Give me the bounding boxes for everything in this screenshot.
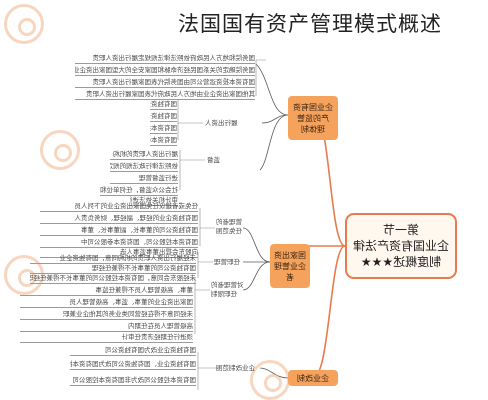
leaf-b1-lower-0: 履行出资人职责的机构 (110, 148, 178, 160)
watermark-logo-4 (250, 360, 290, 400)
branch-node-restructuring[interactable]: 企业改制 (288, 370, 338, 386)
sub-label-oversight: 监督 (207, 156, 220, 164)
root-line-3: 制度概述★★★ (360, 255, 442, 269)
leaf-b2-lower-4: 须进行任期经济责任审计 (20, 331, 193, 343)
page-title: 法国国有资产管理模式概述 (178, 12, 442, 36)
branch-node-managers[interactable]: 国家出资 企业管理 者 (270, 244, 310, 288)
leaf-b3-2: 国有资本控股公司改为非国有资本控股公司 (70, 374, 196, 386)
leaf-b2-top-1: 国有独资企业的经理、副经理、财务负责人 (40, 212, 198, 224)
leaf-b3-1: 国有独资企业、国有独资公司改为国有资本控股公司 (70, 358, 196, 370)
sub-label-restructure-scope: 企业改制范围 (216, 364, 255, 372)
branch-line: 企业管理 (274, 261, 306, 271)
leaf-b3-0: 国有独资企业改为国有独资公司 (70, 344, 196, 356)
leaf-b1-mid-1: 国有独资公司 (150, 110, 177, 122)
watermark-logo-1 (4, 4, 44, 44)
leaf-b1-top-2: 国有资本投资运营公司由国务院代表国家履行出资人职责 (75, 76, 255, 88)
branch-line: 企业国有资 (293, 102, 333, 112)
branch-line: 产的监管 (297, 113, 329, 123)
leaf-b1-mid-0: 国有独资企业 (150, 98, 177, 110)
leaf-b2-lower-1: 国家出资企业的董事、监事、高级管理人员 (20, 296, 193, 308)
leaf-b2-top-2: 国有独资公司的董事长、副董事长、董事 (40, 224, 198, 236)
branch-node-supervision[interactable]: 企业国有资 产的监管 理体制 (288, 96, 338, 140)
branch-line: 理体制 (301, 124, 325, 134)
leaf-b2-lower-0: 董事、高级管理人员不得兼任监事 (20, 284, 193, 296)
root-line-2: 企业国有资产法律 (353, 239, 450, 253)
sub-label-restriction-1: 对管理者的 (211, 281, 244, 289)
leaf-b1-mid-3: 国有资本参股公司 (150, 134, 177, 146)
leaf-b1-top-0: 国务院和地方人民政府依照法律法规规定履行出资人职责 (75, 52, 255, 64)
leaf-b2-lower-2: 未经同意不得在经营同类业务的其他企业兼职 (20, 308, 193, 320)
sub-label-appointment-1: 管理者的 (216, 218, 242, 226)
branch-line: 企业改制 (297, 373, 329, 383)
sub-label-investor: 履行出资人 (205, 119, 238, 127)
leaf-b1-top-1: 国务院确定的关系国民经济命脉和国家安全的大型国家出资企业 (75, 64, 255, 76)
leaf-b1-mid-2: 国有资本控股公司 (150, 122, 177, 134)
sub-label-appointment-2: 任免范围 (216, 227, 242, 235)
watermark-logo-3 (4, 255, 44, 295)
leaf-b1-lower-1: 依照法律行政法规的规定对国家出资企业 (110, 160, 178, 172)
leaf-b2-top-0: 任免或者建议任免国家出资企业的下列人员 (40, 200, 198, 212)
branch-line: 国家出资 (274, 250, 306, 260)
root-line-1: 第一节 (383, 223, 420, 237)
sub-label-tenure: 任职管理 (214, 258, 240, 266)
root-node[interactable]: 第一节 企业国有资产法律 制度概述★★★ (345, 213, 457, 279)
sub-label-restriction-2: 任职限制 (211, 290, 237, 298)
branch-line: 者 (286, 272, 294, 282)
watermark-logo-2 (40, 130, 80, 170)
leaf-b1-lower-2: 进行监督管理 (110, 172, 178, 184)
leaf-b2-mid-2: 未经股东会同意，国有资本控股公司的董事长不得兼任经理 (30, 272, 196, 284)
